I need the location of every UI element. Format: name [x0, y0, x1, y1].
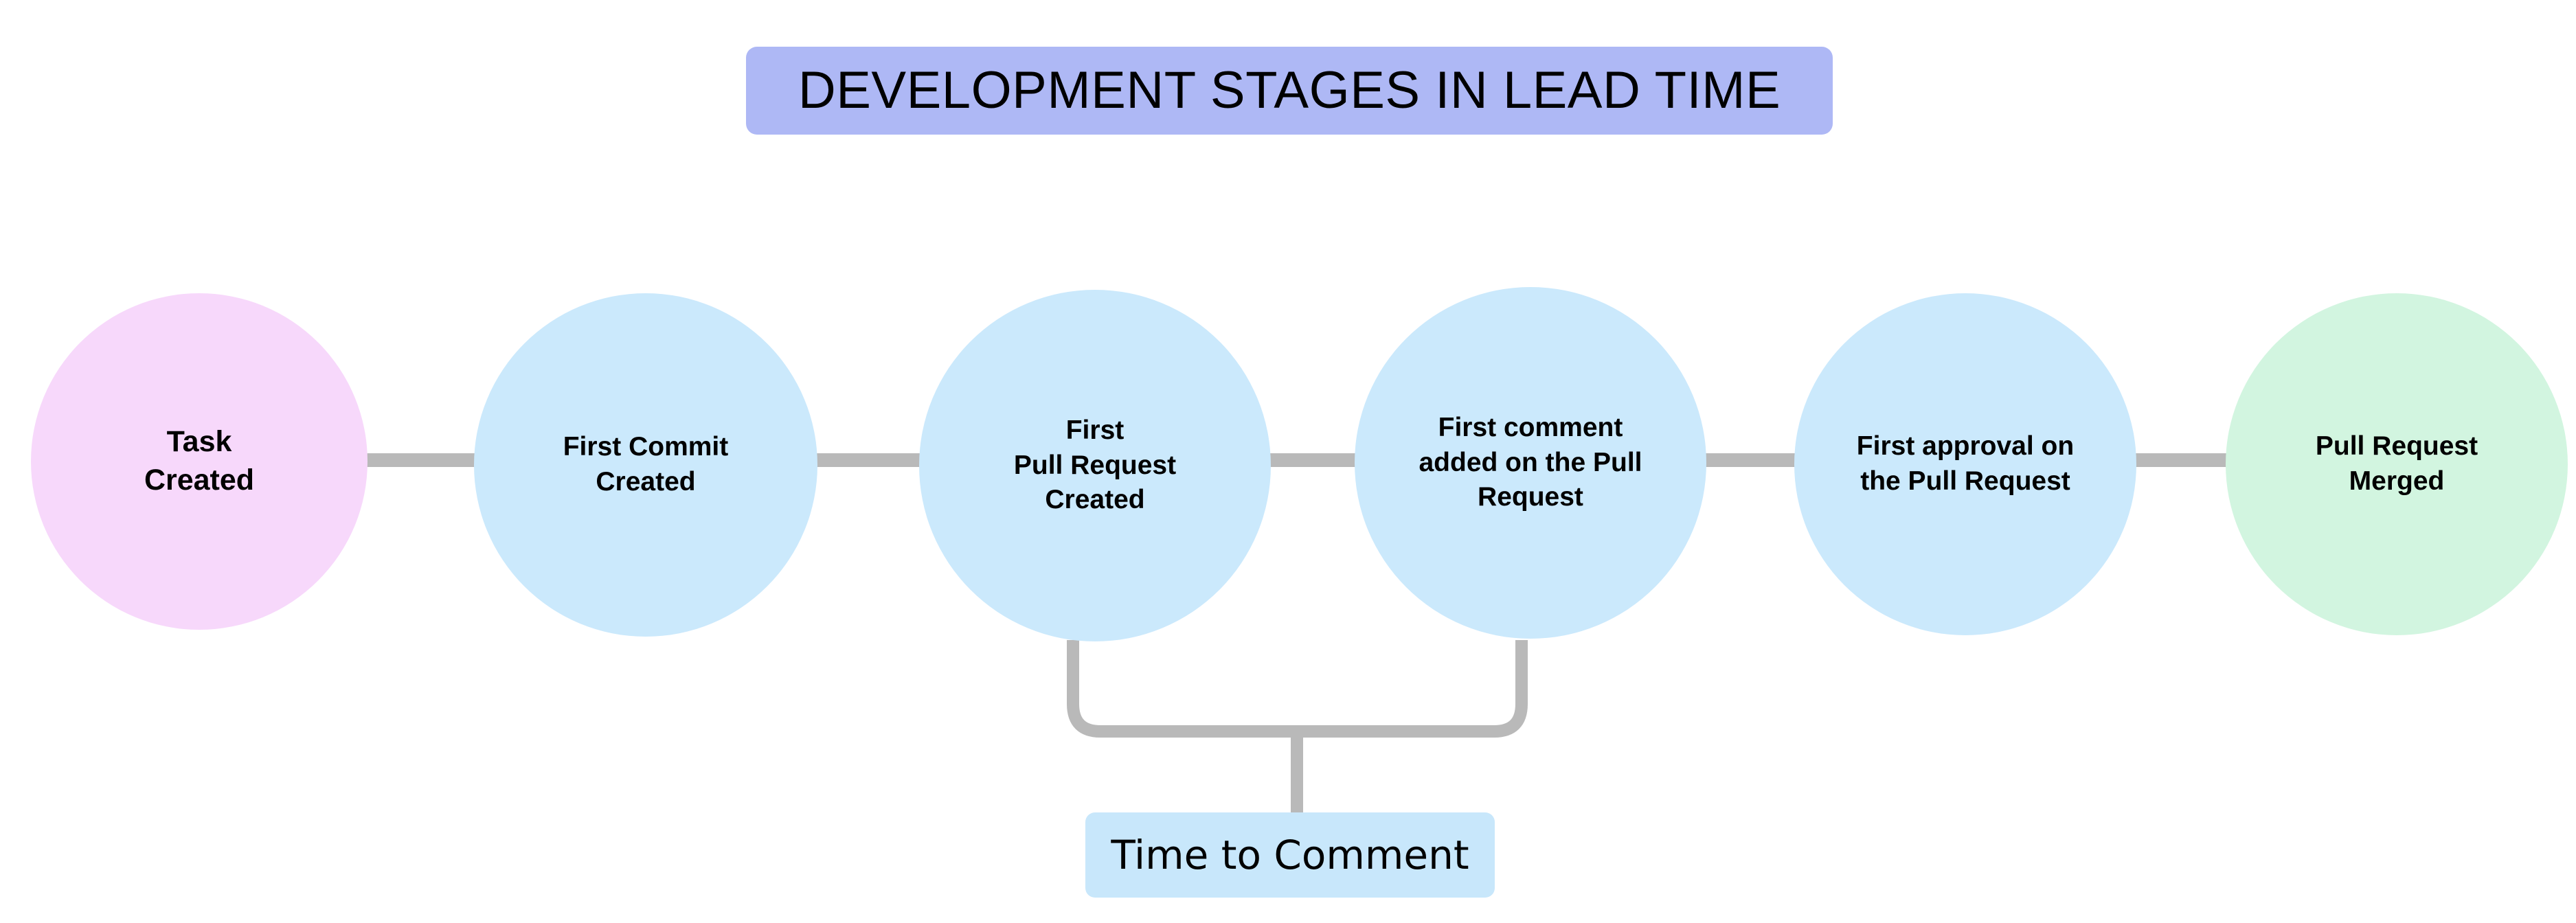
stage-node-first-approval[interactable]: First approval on the Pull Request [1794, 293, 2136, 635]
stage-node-pull-request-merged[interactable]: Pull Request Merged [2226, 293, 2568, 635]
stage-node-task-created[interactable]: Task Created [31, 293, 368, 630]
stage-label-first-comment: First comment added on the Pull Request [1419, 412, 1642, 512]
stage-label-task-created: Task Created [144, 425, 255, 497]
metric-chip-time-to-comment[interactable]: Time to Comment [1085, 812, 1495, 898]
stage-node-first-commit[interactable]: First Commit Created [474, 293, 817, 637]
stage-label-first-pull-request: First Pull Request Created [1013, 415, 1177, 515]
page-title: DEVELOPMENT STAGES IN LEAD TIME [798, 61, 1781, 119]
stage-label-first-approval: First approval on the Pull Request [1856, 431, 2075, 496]
stage-node-first-comment[interactable]: First comment added on the Pull Request [1355, 287, 1706, 639]
stage-node-first-pull-request[interactable]: First Pull Request Created [919, 290, 1271, 641]
metric-label-time-to-comment: Time to Comment [1111, 832, 1469, 878]
stage-label-pull-request-merged: Pull Request Merged [2315, 431, 2478, 496]
stage-label-first-commit: First Commit Created [563, 432, 729, 497]
metric-bracket-time-to-comment [1067, 640, 1528, 738]
diagram-title-banner: DEVELOPMENT STAGES IN LEAD TIME [746, 47, 1833, 135]
